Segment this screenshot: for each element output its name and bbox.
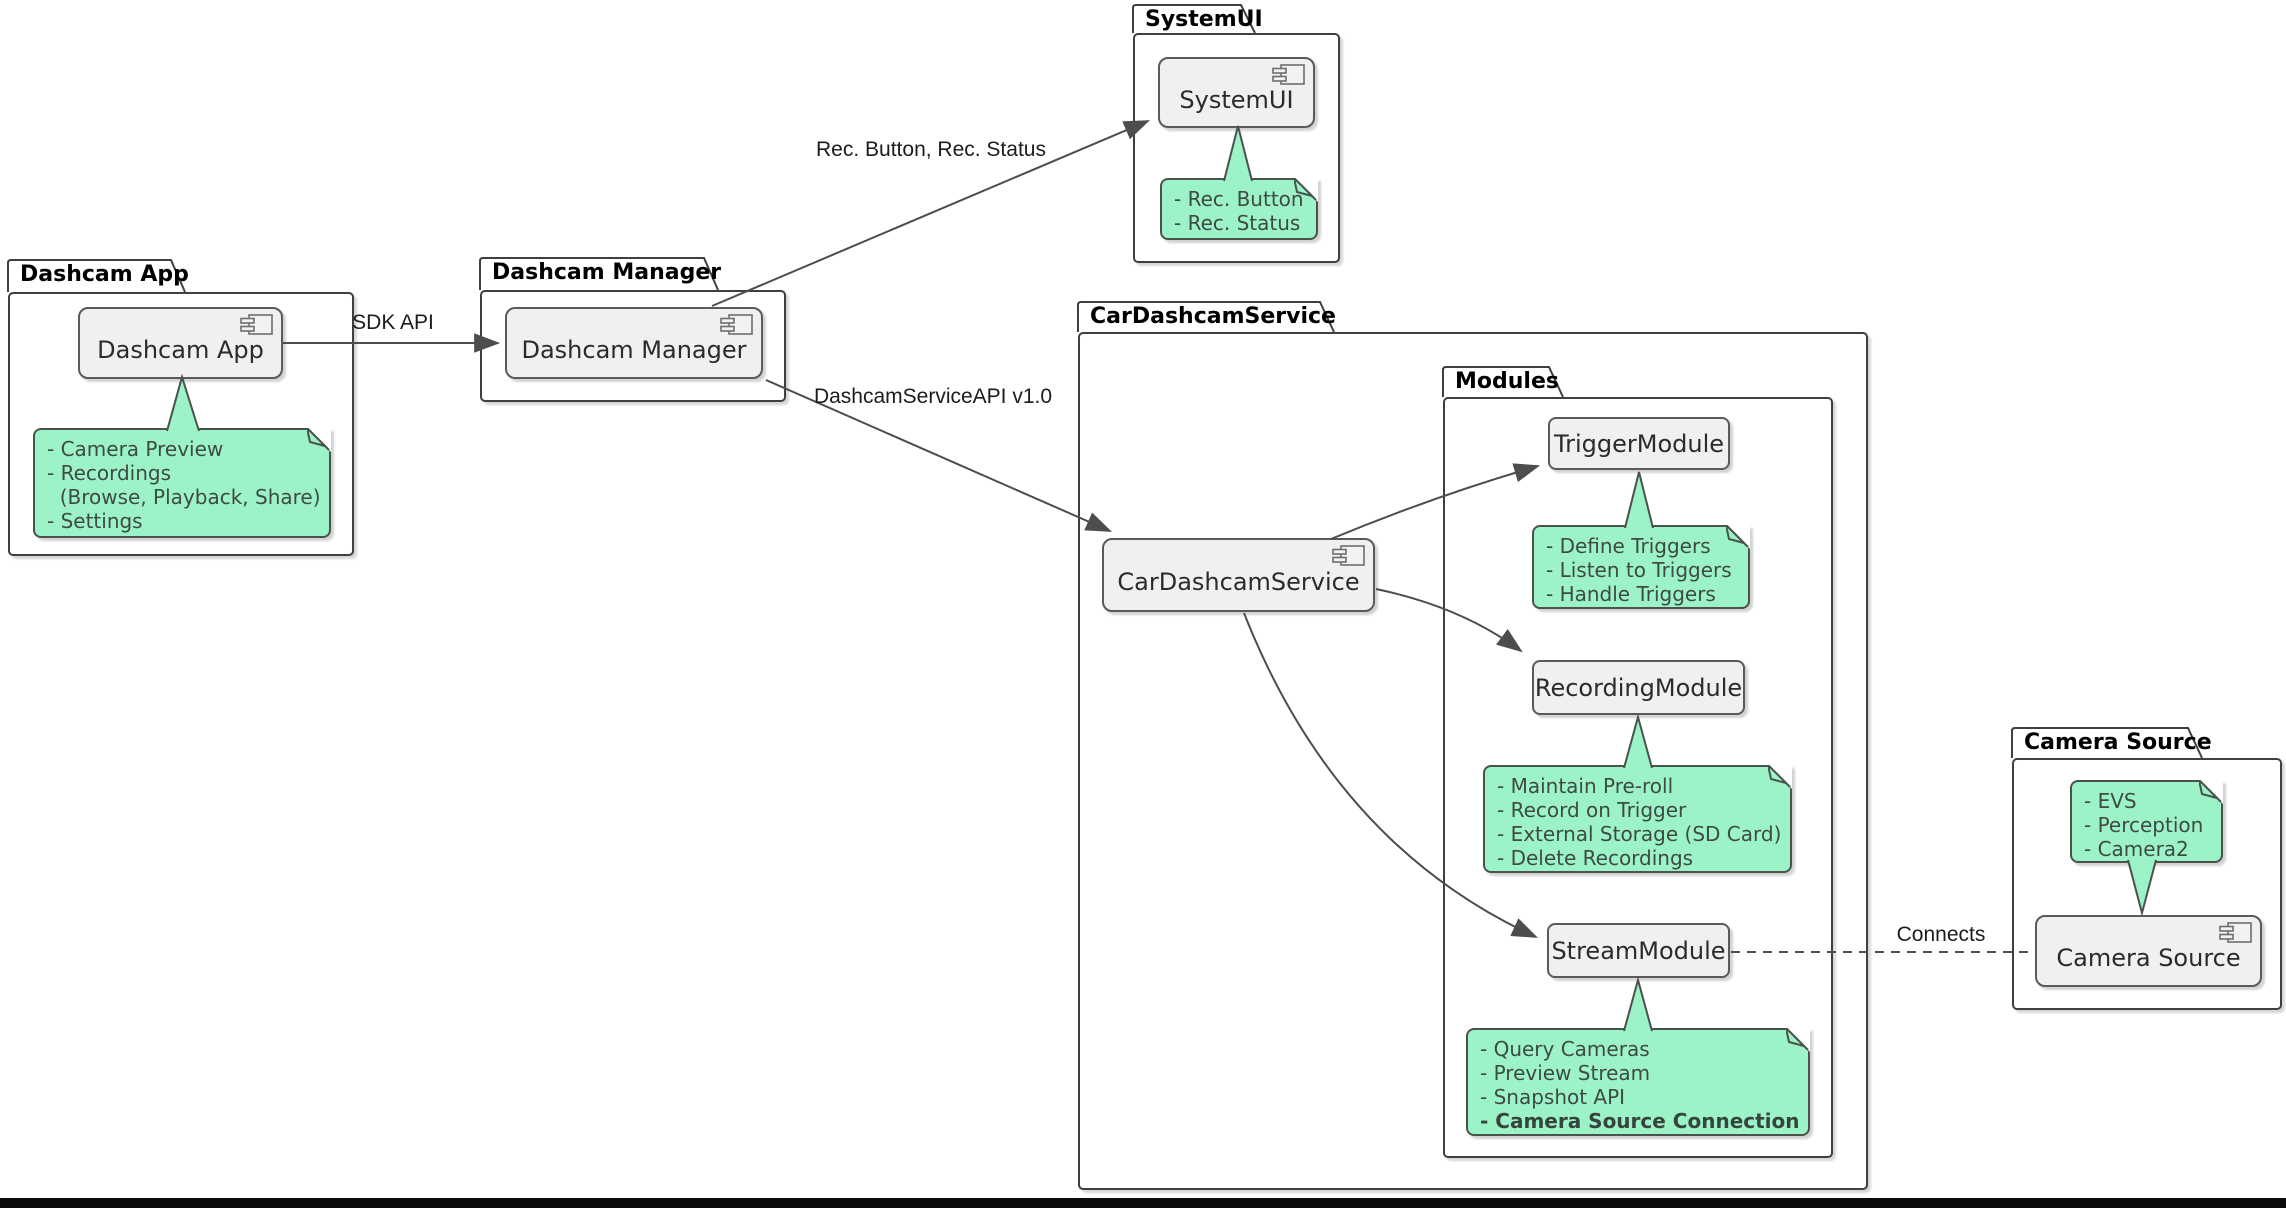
note-line: - Camera2 — [2084, 837, 2189, 861]
note-line: - Listen to Triggers — [1546, 558, 1732, 582]
package-title-camera-source: Camera Source — [2024, 730, 2212, 755]
edge-label-rec-ui: Rec. Button, Rec. Status — [816, 138, 1046, 161]
component-label: RecordingModule — [1534, 673, 1743, 702]
component-label: Camera Source — [2056, 944, 2241, 972]
note-fold-icon — [1294, 178, 1318, 202]
note-fold-icon — [1768, 765, 1792, 789]
component-icon — [720, 314, 753, 335]
component-label: Dashcam App — [97, 336, 264, 364]
package-title-dashcam-manager: Dashcam Manager — [492, 260, 722, 285]
component-label: SystemUI — [1179, 85, 1294, 114]
note-line: - Perception — [2084, 813, 2204, 837]
note-fold-icon — [1726, 525, 1750, 549]
note-line: - Settings — [47, 509, 143, 533]
component-label: TriggerModule — [1553, 429, 1725, 458]
component-icon — [2219, 922, 2252, 943]
edge-label-service-api: DashcamServiceAPI v1.0 — [813, 385, 1053, 408]
component-systemui: SystemUI — [1158, 57, 1315, 128]
edge-label-sdk-api: SDK API — [352, 311, 434, 334]
note-line: - Maintain Pre-roll — [1497, 774, 1674, 798]
package-title-cardashcamservice: CarDashcamService — [1090, 304, 1336, 329]
note-line: - Recordings — [47, 461, 172, 485]
component-camera-source: Camera Source — [2035, 915, 2262, 987]
note-fold-icon — [1786, 1028, 1810, 1052]
component-cardashcamservice: CarDashcamService — [1102, 538, 1375, 612]
note-triggermodule: - Define Triggers - Listen to Triggers -… — [1532, 525, 1750, 609]
note-line: - Preview Stream — [1480, 1061, 1651, 1085]
note-fold-icon — [307, 428, 331, 452]
component-recordingmodule: RecordingModule — [1532, 660, 1745, 715]
component-label: StreamModule — [1551, 936, 1726, 965]
note-line: - EVS — [2084, 789, 2137, 813]
component-dashcam-app: Dashcam App — [78, 307, 283, 379]
note-line: - Define Triggers — [1546, 534, 1711, 558]
note-line: - Record on Trigger — [1497, 798, 1687, 822]
component-dashcam-manager: Dashcam Manager — [505, 307, 763, 379]
note-recordingmodule: - Maintain Pre-roll - Record on Trigger … — [1483, 765, 1792, 873]
note-fold-icon — [2199, 780, 2223, 804]
note-line: - Handle Triggers — [1546, 582, 1716, 606]
note-line: (Browse, Playback, Share) — [47, 485, 321, 509]
note-systemui: - Rec. Button - Rec. Status — [1160, 178, 1318, 240]
component-icon — [240, 314, 273, 335]
package-title-modules: Modules — [1455, 369, 1559, 394]
package-title-dashcam-app: Dashcam App — [20, 262, 189, 287]
note-line: - Delete Recordings — [1497, 846, 1694, 870]
note-dashcam-app: - Camera Preview - Recordings (Browse, P… — [33, 428, 331, 538]
package-title-systemui: SystemUI — [1145, 7, 1263, 32]
component-icon — [1332, 545, 1365, 566]
component-label: CarDashcamService — [1117, 568, 1360, 596]
note-line: - Camera Source Connection — [1480, 1109, 1800, 1133]
note-line: - Snapshot API — [1480, 1085, 1626, 1109]
component-icon — [1272, 64, 1305, 85]
note-line: - Rec. Button — [1174, 187, 1304, 211]
note-line: - External Storage (SD Card) — [1497, 822, 1782, 846]
note-line: - Query Cameras — [1480, 1037, 1650, 1061]
note-streammodule: - Query Cameras - Preview Stream - Snaps… — [1466, 1028, 1810, 1136]
note-line: - Rec. Status — [1174, 211, 1301, 235]
component-triggermodule: TriggerModule — [1548, 417, 1730, 470]
bottom-bar — [0, 1198, 2286, 1208]
note-line: - Camera Preview — [47, 437, 224, 461]
component-streammodule: StreamModule — [1547, 923, 1730, 978]
component-label: Dashcam Manager — [521, 336, 747, 364]
edge-label-connects: Connects — [1896, 923, 1986, 946]
note-camera-source: - EVS - Perception - Camera2 — [2070, 780, 2223, 863]
